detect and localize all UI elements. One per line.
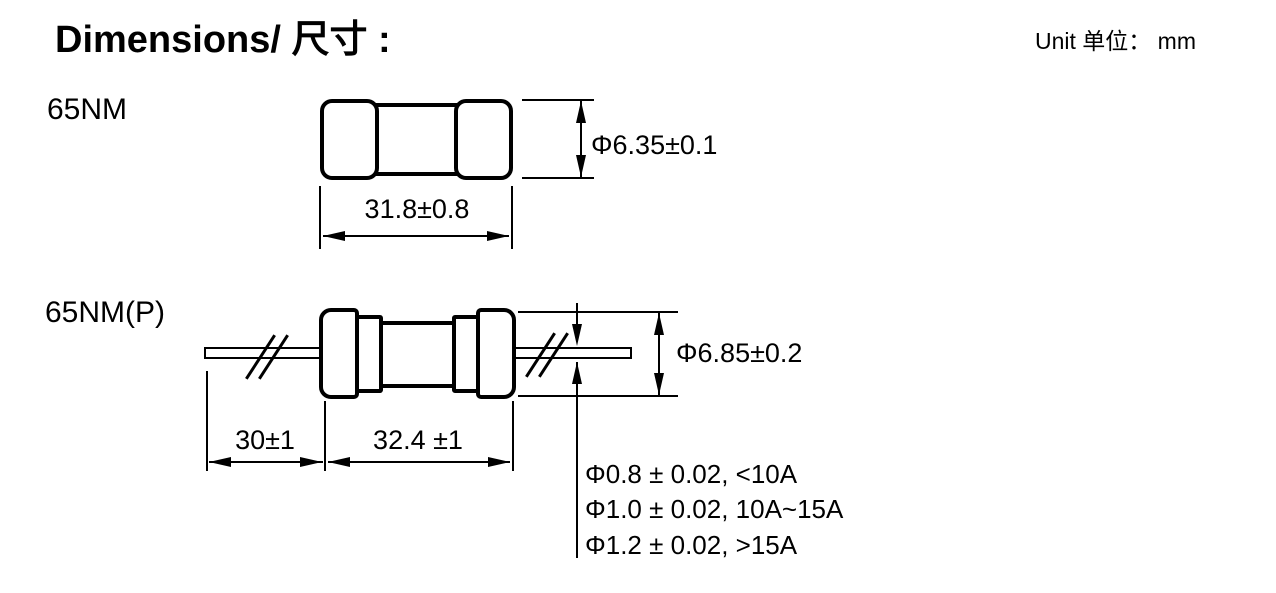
- extension-line: [522, 177, 594, 179]
- extension-line: [511, 186, 513, 249]
- arrowhead-right-icon: [487, 231, 509, 241]
- fuse-cap-right: [454, 99, 513, 180]
- extension-line: [319, 186, 321, 249]
- fuse-cap-left: [320, 99, 379, 180]
- page-title: Dimensions/ 尺寸 :: [55, 19, 391, 61]
- dim-body-diameter: Φ6.85±0.2: [676, 338, 803, 368]
- arrowhead-right-icon: [300, 457, 322, 467]
- model-label-65nm: 65NM: [47, 93, 128, 126]
- dimension-line: [580, 101, 582, 177]
- fuse-body-tube: [370, 103, 462, 176]
- lead-diameter-note: Φ1.0 ± 0.02, 10A~15A: [585, 494, 844, 524]
- arrowhead-up-icon: [572, 362, 582, 384]
- arrowhead-down-icon: [572, 324, 582, 346]
- dim-body-length: 32.4 ±1: [373, 425, 463, 455]
- dim-body-length: 31.8±0.8: [364, 194, 470, 224]
- extension-line: [324, 401, 326, 471]
- dimension-line: [576, 362, 578, 558]
- arrowhead-up-icon: [654, 313, 664, 335]
- fuse-cap-right: [476, 308, 516, 399]
- extension-line: [512, 401, 514, 471]
- model-label-65nmp: 65NM(P): [45, 296, 166, 329]
- fuse-ring-left: [355, 315, 383, 393]
- extension-line: [518, 395, 678, 397]
- dimension-line: [209, 461, 323, 463]
- dimension-line: [576, 303, 578, 339]
- fuse-cap-left: [319, 308, 359, 399]
- arrowhead-down-icon: [576, 155, 586, 177]
- arrowhead-left-icon: [209, 457, 231, 467]
- dimension-line: [323, 235, 509, 237]
- extension-line: [518, 311, 678, 313]
- arrowhead-left-icon: [323, 231, 345, 241]
- fuse-body-tube: [375, 321, 459, 388]
- dim-body-diameter: Φ6.35±0.1: [591, 130, 718, 160]
- dimension-line: [658, 313, 660, 395]
- extension-line: [522, 99, 594, 101]
- arrowhead-up-icon: [576, 101, 586, 123]
- dimension-line: [328, 461, 510, 463]
- lead-wire-right: [510, 347, 632, 359]
- arrowhead-right-icon: [488, 457, 510, 467]
- lead-diameter-note: Φ1.2 ± 0.02, >15A: [585, 530, 798, 560]
- dim-lead-length: 30±1: [235, 425, 295, 455]
- lead-diameter-note: Φ0.8 ± 0.02, <10A: [585, 459, 798, 489]
- arrowhead-down-icon: [654, 373, 664, 395]
- extension-line: [206, 371, 208, 471]
- arrowhead-left-icon: [328, 457, 350, 467]
- unit-label: Unit 单位： mm: [1035, 28, 1196, 54]
